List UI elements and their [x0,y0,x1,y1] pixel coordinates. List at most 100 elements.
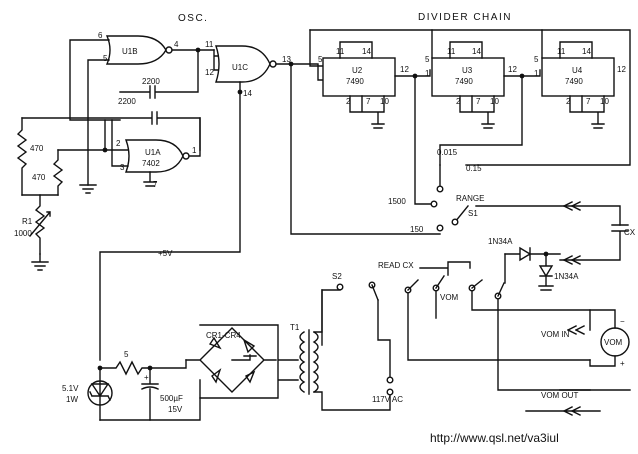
plus5v-label: +5V [158,249,173,258]
wire-u2-to-u3 [394,69,431,77]
res-470-mid-label: 470 [32,173,46,182]
switch-contact [430,200,438,208]
diode2-label: 1N34A [554,272,579,281]
u1a-part: 7402 [142,159,160,168]
u4-part: 7490 [565,77,583,86]
pin-label: 5 [103,54,108,63]
wire-u1c-out [275,63,324,81]
wire-u1c-pin14-5v [99,81,241,361]
wire-u2-out-down [414,75,433,205]
u3-name: U3 [462,66,473,75]
switch-contact [336,283,344,291]
source-url: http://www.qsl.net/va3iul [430,431,559,445]
range-1500: 1500 [388,197,406,206]
vom-switch-label: VOM [440,293,459,302]
diode-1n34a-shunt [538,253,554,291]
u1a-bubble [182,152,190,160]
pin-label: 11 [336,47,345,56]
pin-label: 7 [586,97,591,106]
u2-pins [339,41,385,129]
vom-plus: + [620,359,625,368]
resistor-5ohm [99,359,187,376]
wire-vom [589,309,616,367]
wire-ground-bus [99,397,201,421]
wire-s2-mid [407,290,591,391]
pin-label: 14 [243,89,252,98]
cap-voltage: 15V [168,405,183,414]
u1c-label: U1C [232,63,248,72]
vom-minus: − [620,317,625,326]
u4-pins [541,29,605,129]
t1-label: T1 [290,323,300,332]
wire-u1a-out [188,117,201,157]
pin-label: 11 [205,40,214,49]
r1-label: R1 [22,217,33,226]
pin-label: 2 [456,97,461,106]
wire-u1a-in3 [111,119,129,167]
pin-label: 2 [116,139,121,148]
zener-power: 1W [66,395,78,404]
resistor-470-top [16,117,28,196]
cap-500uf [141,367,159,421]
connector-arrows-vom-in [567,325,585,335]
r1-value: 1000 [14,229,32,238]
cap-value: 500µF [160,394,183,403]
cap-2200-upper-sym [119,49,199,99]
vom-meter-label: VOM [604,338,623,347]
wire-u1b-in5 [87,59,110,186]
pin-label: 14 [472,47,481,56]
ac-plug [386,388,394,396]
range-015: 0.015 [437,148,458,157]
u3-part: 7490 [455,77,473,86]
pin-label: 5 [318,55,323,64]
range-15: 0.15 [466,164,482,173]
pin-label: 10 [380,97,389,106]
pin-label: 7 [366,97,371,106]
wire-transformer-primary [313,289,391,411]
cap-plus: + [144,373,149,382]
u1b-label: U1B [122,47,138,56]
zener-voltage: 5.1V [62,384,79,393]
bridge-frame [199,324,299,399]
pin-label: 5 [534,55,539,64]
ac-plug [386,376,394,384]
u1b-bubble [165,46,173,54]
connector-arrows-cx [563,255,581,265]
zener-diode [89,367,111,421]
ground-r1 [31,253,49,271]
range-150: 150 [410,225,424,234]
wire-u3-out-down [439,75,523,166]
pin-label: 12 [400,65,409,74]
transformer-secondary [308,329,319,395]
pin-label: 7 [153,180,158,189]
junction-dot [237,89,243,95]
switch-pivot [451,218,459,226]
pin-label: 7 [476,97,481,106]
pin-label: 14 [362,47,371,56]
pin-label: 1 [192,146,197,155]
pin-label: 4 [174,40,179,49]
vom-out-label: VOM OUT [541,391,578,400]
wire-u1b-in6-feedback [69,39,121,121]
bridge-diodes [208,336,256,384]
pin-label: 11 [447,47,456,56]
read-cx-label: READ CX [378,261,414,270]
cap-2200-upper: 2200 [142,77,160,86]
u3-counter [431,57,505,97]
bridge-rectifier [185,327,277,393]
pin-label: 14 [582,47,591,56]
u1c-bubble [269,60,277,68]
pin-label: 10 [490,97,499,106]
u1b-gate [105,35,167,65]
range-label: RANGE [456,194,484,203]
cx-label: CX [624,228,636,237]
pin-label: 2 [346,97,351,106]
u1a-gate [124,139,184,173]
connector-arrows-vom-out [525,389,631,416]
pin-label: 6 [98,31,103,40]
pin-label: 12 [508,65,517,74]
pin-label: 3 [120,163,125,172]
wire-top-bus [309,29,631,166]
vom-in-label: VOM IN [541,330,570,339]
